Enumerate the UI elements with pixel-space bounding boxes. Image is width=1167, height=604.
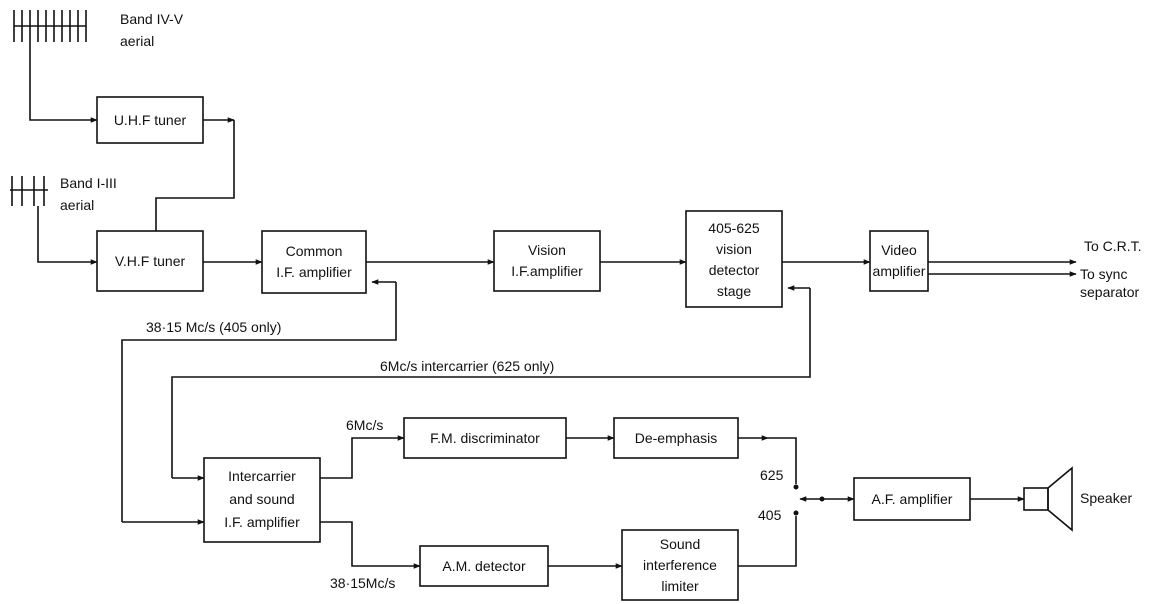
speaker-label: Speaker (1080, 490, 1132, 506)
block-label: amplifier (873, 263, 926, 279)
af-amplifier-block: A.F. amplifier (853, 477, 971, 521)
to-sync-label: To sync (1080, 266, 1127, 282)
switch-405-label: 405 (758, 507, 782, 523)
vhf-aerial-label: Band I-III (60, 175, 117, 191)
vision-if-amplifier-block: Vision I.F.amplifier (493, 230, 601, 292)
block-label: I.F. amplifier (276, 264, 352, 280)
am-detector-block: A.M. detector (419, 545, 549, 587)
block-label: vision (716, 241, 752, 257)
block-label: detector (709, 262, 760, 278)
vhf-aerial-label-2: aerial (60, 197, 94, 213)
uhf-aerial-label-2: aerial (120, 33, 154, 49)
block-label: Sound (660, 536, 700, 552)
block-label: 405-625 (708, 220, 760, 236)
mcs-405-label: 38·15 Mc/s (405 only) (146, 319, 281, 335)
intercarrier-625-label: 6Mc/s intercarrier (625 only) (380, 358, 554, 374)
video-amplifier-block: Video amplifier (869, 230, 929, 292)
block-label: De-emphasis (635, 430, 717, 446)
to-crt-label: To C.R.T. (1084, 238, 1142, 254)
block-label: Intercarrier (228, 468, 296, 484)
mcs-3815-label: 38·15Mc/s (330, 575, 395, 591)
uhf-tuner-block: U.H.F tuner (96, 96, 204, 144)
vhf-aerial-icon (10, 176, 48, 206)
block-label: I.F.amplifier (511, 263, 583, 279)
block-label: Common (286, 243, 343, 259)
common-if-amplifier-block: Common I.F. amplifier (261, 230, 367, 294)
block-label: stage (717, 283, 751, 299)
vhf-tuner-block: V.H.F tuner (96, 230, 204, 292)
block-label: I.F. amplifier (224, 514, 300, 530)
block-label: limiter (661, 578, 699, 594)
fm-discriminator-block: F.M. discriminator (403, 417, 567, 459)
connections (29, 42, 1077, 569)
speaker-icon (1023, 466, 1073, 532)
block-label: and sound (229, 491, 294, 507)
block-label: A.M. detector (442, 558, 526, 574)
switch-625-label: 625 (760, 467, 784, 483)
block-label: Vision (528, 242, 566, 258)
vision-detector-block: 405-625 vision detector stage (685, 210, 783, 308)
block-label: interference (643, 557, 717, 573)
to-sync-label-2: separator (1080, 284, 1139, 300)
sound-interference-limiter-block: Sound interference limiter (621, 529, 739, 601)
six-mcs-label: 6Mc/s (346, 417, 383, 433)
uhf-aerial-label: Band IV-V (120, 11, 184, 27)
uhf-aerial-icon (13, 10, 87, 42)
block-label: A.F. amplifier (872, 491, 953, 507)
block-label: Video (881, 242, 917, 258)
intercarrier-sound-if-amplifier-block: Intercarrier and sound I.F. amplifier (203, 457, 321, 543)
block-label: F.M. discriminator (430, 430, 540, 446)
block-label: U.H.F tuner (114, 112, 187, 128)
de-emphasis-block: De-emphasis (613, 417, 739, 459)
block-label: V.H.F tuner (115, 253, 186, 269)
